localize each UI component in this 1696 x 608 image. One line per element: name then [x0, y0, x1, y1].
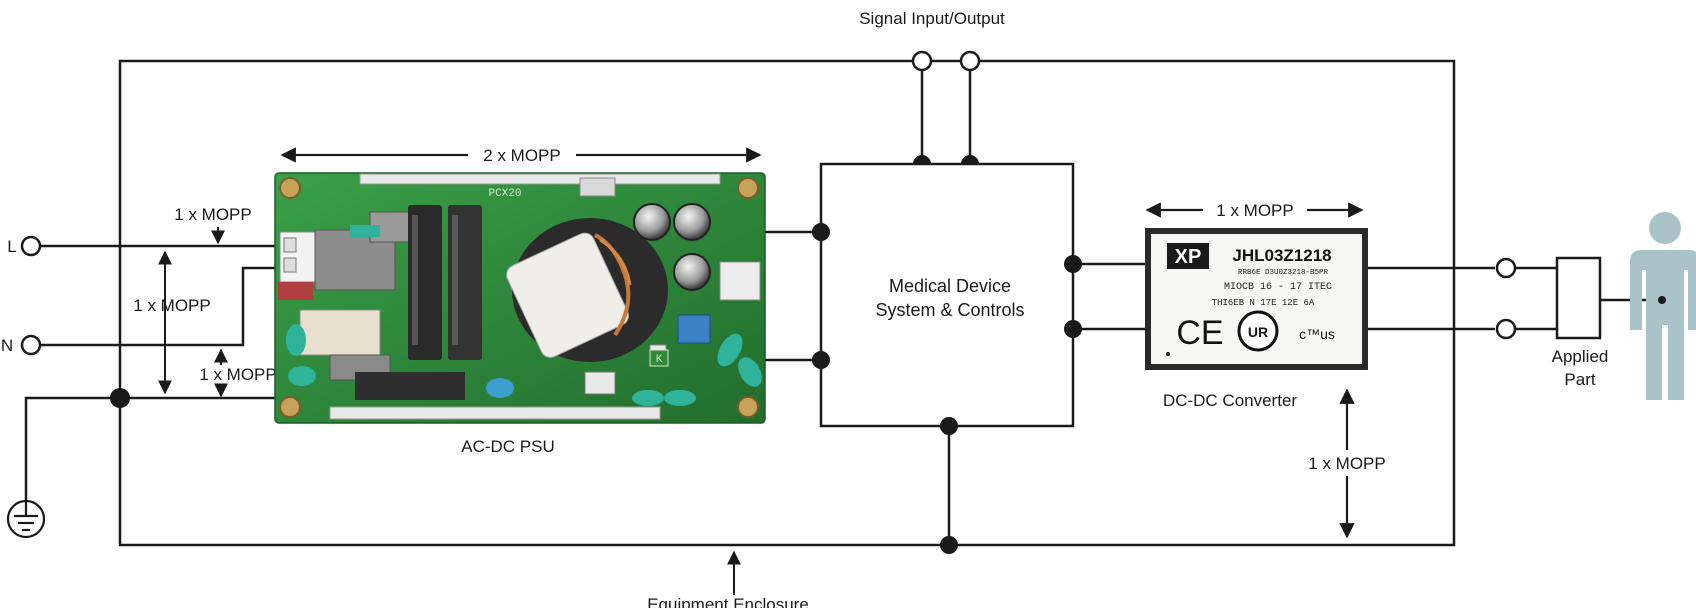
terminal-l-icon [20, 235, 42, 257]
dcdc-spec-line3: THI6EB N 17E 12E 6A [1212, 298, 1315, 308]
equipment-enclosure-outline [118, 59, 1456, 547]
acdc-psu-label: AC-DC PSU [461, 437, 555, 456]
medical-device-label-line1: Medical Device [889, 276, 1011, 296]
device-ground-wiring [940, 417, 958, 554]
ce-mark-icon: CE [1176, 314, 1223, 352]
earth-ground-icon [6, 499, 46, 539]
mopp-ground-label: 1 x MOPP [199, 365, 276, 384]
psu-output-wiring [765, 223, 830, 369]
dcdc-input-wiring [1064, 255, 1145, 338]
ur-mark-icon: UR [1248, 324, 1268, 340]
patient-figure-icon [1630, 212, 1696, 400]
signal-io-terminals [911, 50, 981, 173]
applied-part-label-line2: Part [1564, 370, 1595, 389]
ul-mark-icon: c™us [1299, 326, 1335, 342]
applied-part-label-line1: Applied [1552, 347, 1609, 366]
signal-io-label: Signal Input/Output [859, 9, 1005, 28]
dcdc-brand-logo: XP [1175, 246, 1202, 268]
dcdc-spec-line2: MIOCB 16 - 17 ITEC [1224, 282, 1332, 293]
terminal-n-label: N [1, 336, 13, 355]
mopp-2x-label: 2 x MOPP [483, 146, 560, 165]
psu-board-k-mark: K [656, 354, 663, 366]
acdc-psu-board: PCX20 K [274, 172, 766, 424]
terminal-l-label: L [7, 237, 16, 256]
dcdc-converter-label: DC-DC Converter [1163, 391, 1297, 410]
mains-wiring [24, 244, 280, 500]
applied-part-wiring [1368, 256, 1662, 340]
equipment-enclosure-label: Equipment Enclosure [647, 595, 809, 608]
mopp-dcdc-label: 1 x MOPP [1216, 201, 1293, 220]
mopp-right-label: 1 x MOPP [1308, 454, 1385, 473]
dcdc-model-number: JHL03Z1218 [1232, 246, 1331, 265]
dcdc-converter-module: XP JHL03Z1218 RRB6E D3U0Z3218-B5PR MIOCB… [1145, 228, 1368, 370]
dcdc-spec-line1: RRB6E D3U0Z3218-B5PR [1238, 269, 1329, 277]
medical-device-label-line2: System & Controls [875, 300, 1024, 320]
medical-device-box [819, 162, 1075, 428]
mopp-input-label: 1 x MOPP [174, 205, 251, 224]
mopp-left-label: 1 x MOPP [133, 296, 210, 315]
terminal-n-icon [20, 334, 42, 356]
psu-board-marking: PCX20 [488, 188, 521, 200]
